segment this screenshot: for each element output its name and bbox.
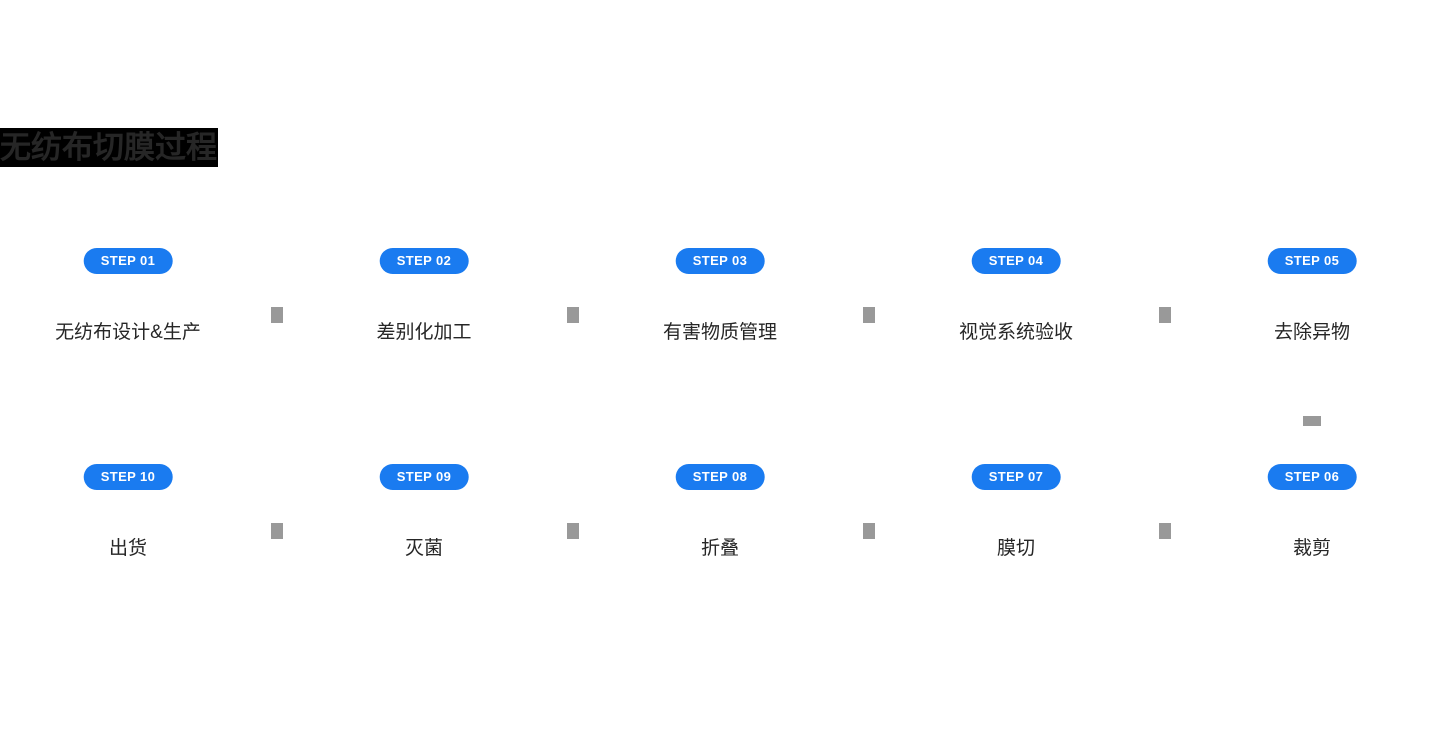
step-label-07: 膜切 — [996, 538, 1036, 559]
step-label-10: 出货 — [108, 538, 148, 559]
step-card-01[interactable]: STEP 01 无纺布设计&生产 — [2, 248, 254, 378]
step-card-03[interactable]: STEP 03 有害物质管理 — [594, 248, 846, 378]
step-badge-01[interactable]: STEP 01 — [83, 248, 173, 274]
step-label-09: 灭菌 — [404, 538, 444, 559]
step-card-09[interactable]: STEP 09 灭菌 — [298, 464, 550, 594]
page-title: 无纺布切膜过程 — [0, 128, 218, 167]
process-flow-row-1: STEP 01 无纺布设计&生产 STEP 02 差别化加工 STEP 03 有… — [0, 248, 1440, 378]
step-badge-04[interactable]: STEP 04 — [971, 248, 1061, 274]
connector-square-vertical — [1303, 416, 1321, 426]
step-label-03: 有害物质管理 — [662, 322, 778, 343]
step-label-06: 裁剪 — [1292, 538, 1332, 559]
step-card-10[interactable]: STEP 10 出货 — [2, 464, 254, 594]
step-card-07[interactable]: STEP 07 膜切 — [890, 464, 1142, 594]
page-title-container: 无纺布切膜过程 — [0, 128, 218, 167]
connector-square-5 — [271, 523, 283, 539]
step-card-06[interactable]: STEP 06 裁剪 — [1186, 464, 1438, 594]
connector-square-8 — [1159, 523, 1171, 539]
step-badge-08[interactable]: STEP 08 — [675, 464, 765, 490]
step-card-04[interactable]: STEP 04 视觉系统验收 — [890, 248, 1142, 378]
process-flow-row-2: STEP 10 出货 STEP 09 灭菌 STEP 08 折叠 STEP 07… — [0, 464, 1440, 594]
connector-square-7 — [863, 523, 875, 539]
step-label-08: 折叠 — [700, 538, 740, 559]
step-card-02[interactable]: STEP 02 差别化加工 — [298, 248, 550, 378]
step-badge-07[interactable]: STEP 07 — [971, 464, 1061, 490]
step-label-04: 视觉系统验收 — [958, 322, 1074, 343]
connector-square-6 — [567, 523, 579, 539]
step-badge-05[interactable]: STEP 05 — [1267, 248, 1357, 274]
connector-square-1 — [271, 307, 283, 323]
step-card-05[interactable]: STEP 05 去除异物 — [1186, 248, 1438, 378]
step-label-02: 差别化加工 — [376, 322, 472, 343]
step-badge-03[interactable]: STEP 03 — [675, 248, 765, 274]
step-badge-06[interactable]: STEP 06 — [1267, 464, 1357, 490]
connector-square-2 — [567, 307, 579, 323]
step-label-05: 去除异物 — [1273, 322, 1351, 343]
step-badge-02[interactable]: STEP 02 — [379, 248, 469, 274]
step-badge-09[interactable]: STEP 09 — [379, 464, 469, 490]
step-label-01: 无纺布设计&生产 — [55, 322, 201, 343]
connector-square-4 — [1159, 307, 1171, 323]
step-card-08[interactable]: STEP 08 折叠 — [594, 464, 846, 594]
connector-square-3 — [863, 307, 875, 323]
step-badge-10[interactable]: STEP 10 — [83, 464, 173, 490]
